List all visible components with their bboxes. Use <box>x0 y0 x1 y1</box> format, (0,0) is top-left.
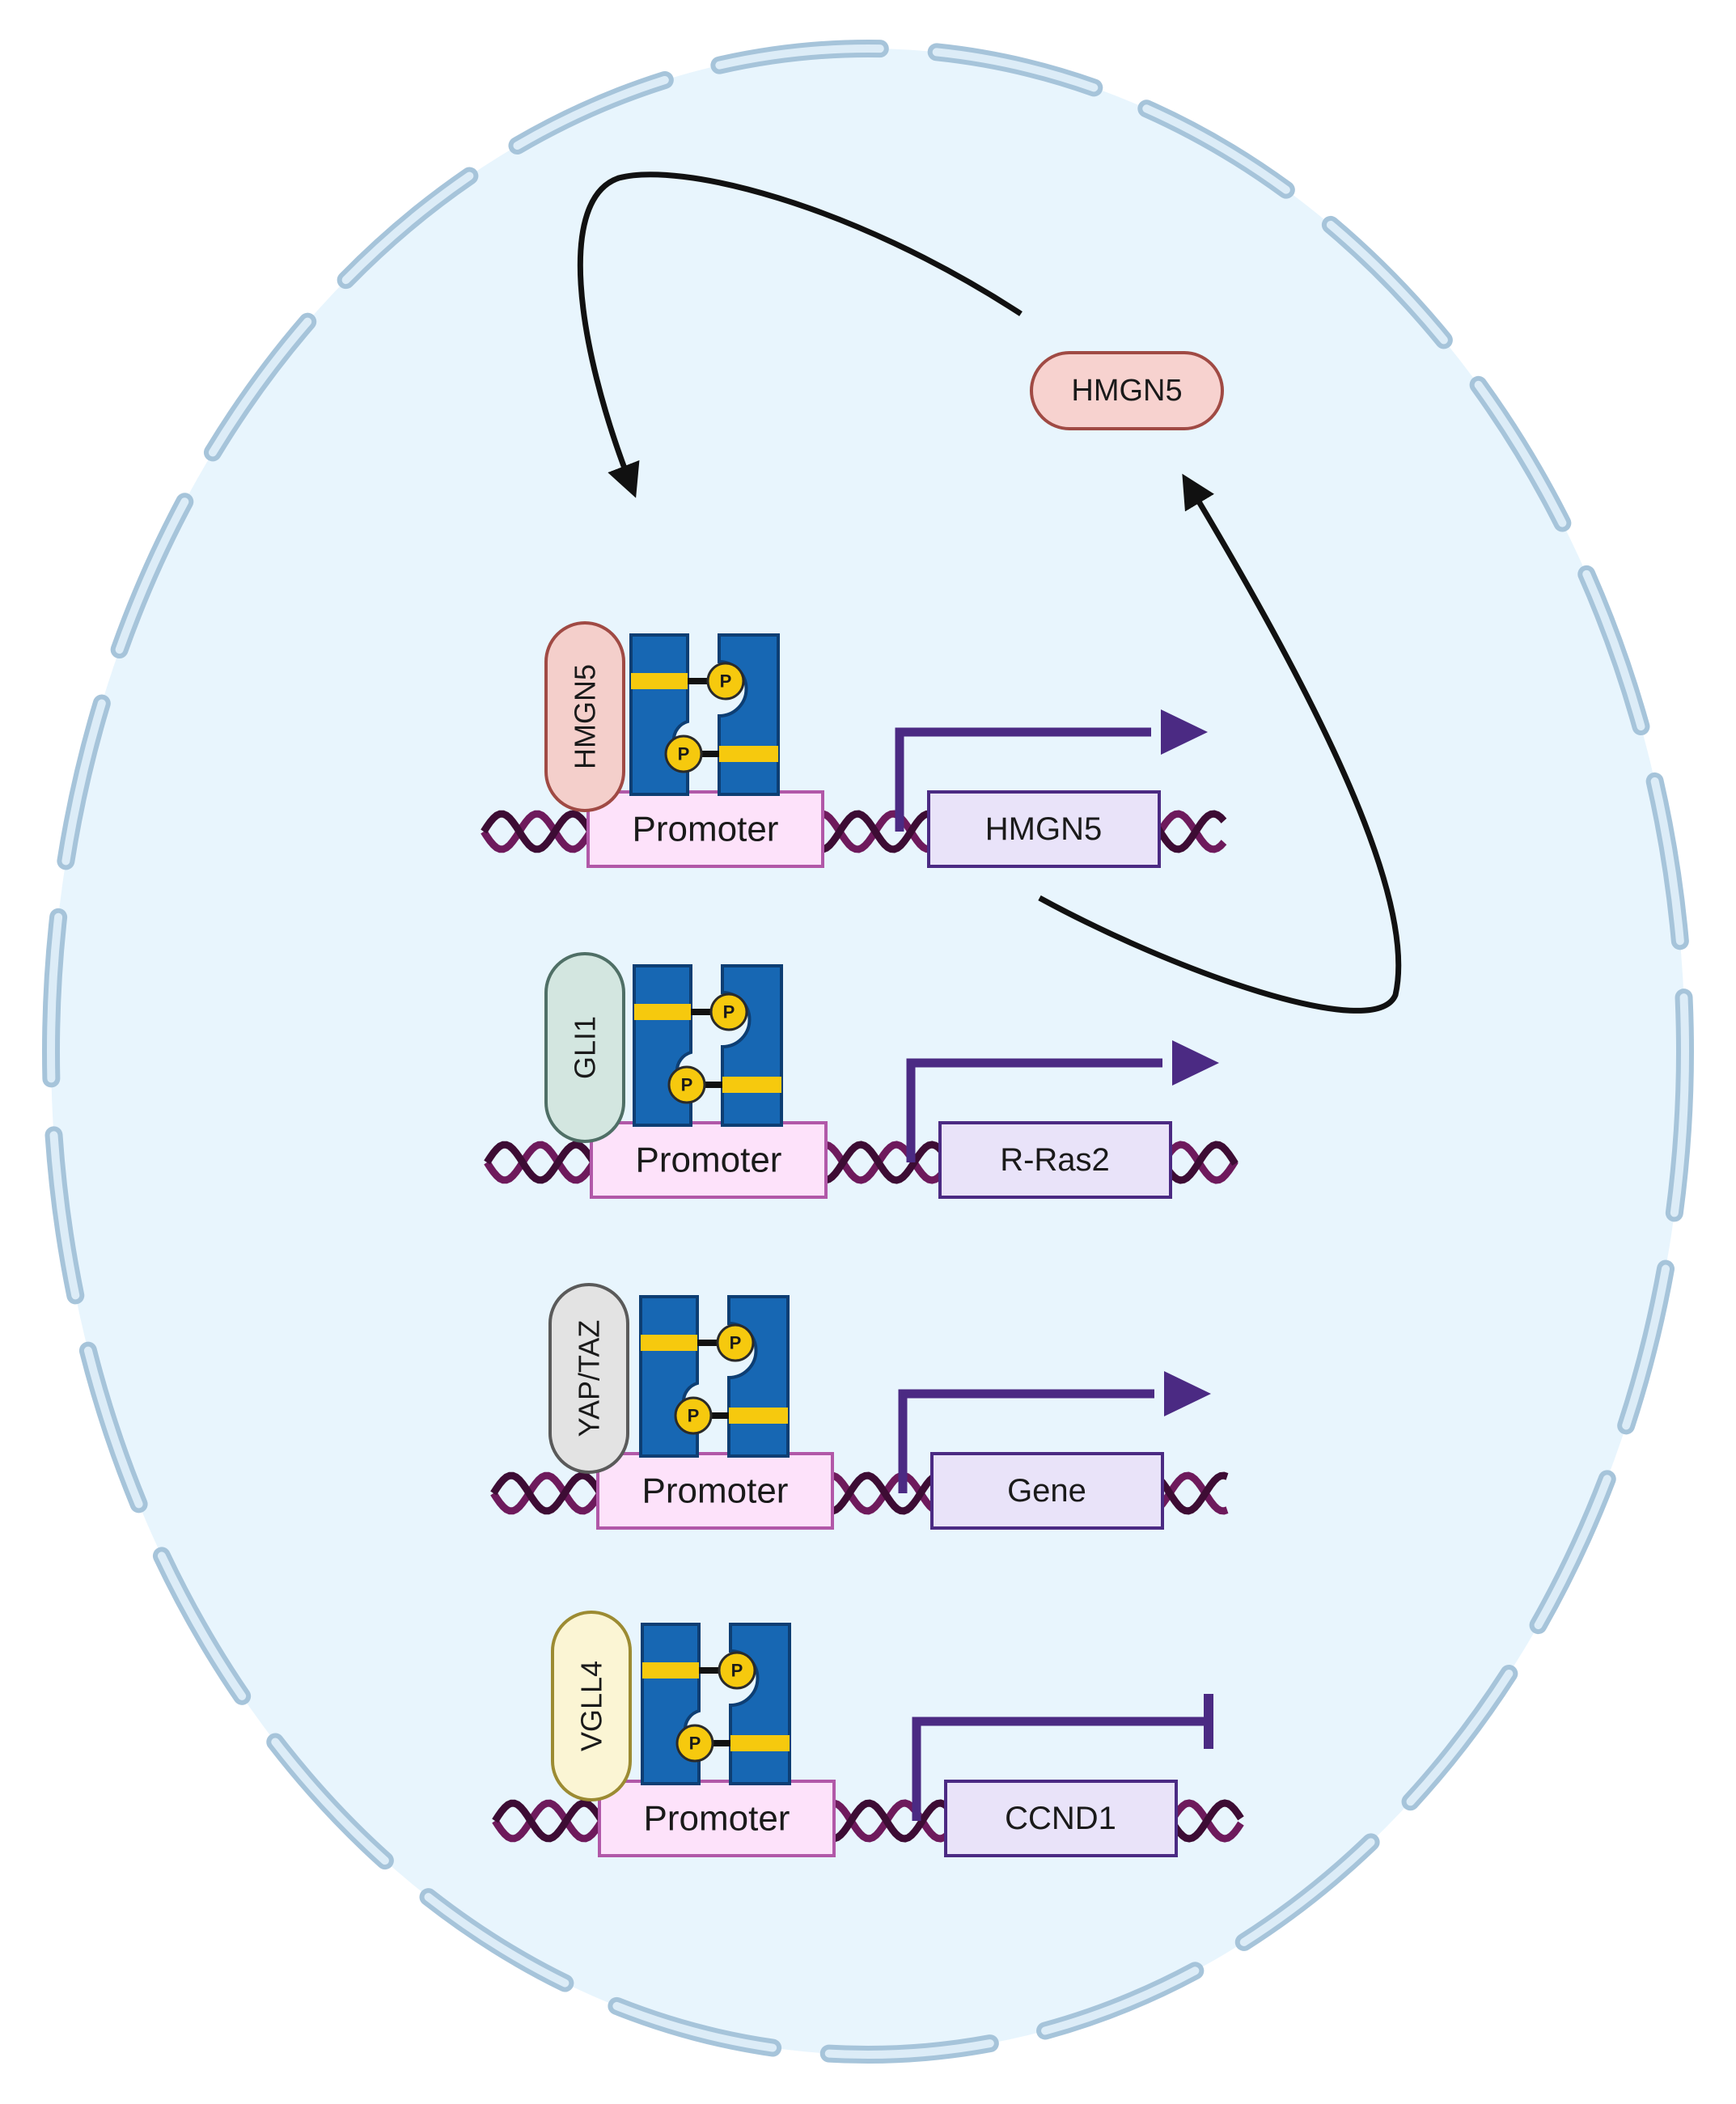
chromatin-block-right <box>721 964 783 1127</box>
chromatin-complex: PP <box>639 1295 790 1458</box>
phospho-site: P <box>675 1724 714 1763</box>
feedback-arrow-down <box>577 171 1023 498</box>
chromatin-band <box>641 1335 697 1351</box>
feedback-arrow-up <box>1038 473 1402 1014</box>
chromatin-block-right <box>729 1623 791 1785</box>
phospho-site: P <box>664 734 703 773</box>
transcription-activation-arrow <box>898 1371 1211 1493</box>
transcription-activation-arrow <box>895 709 1208 832</box>
chromatin-band <box>642 1662 699 1679</box>
transcription-arrow-shaft <box>895 727 1151 832</box>
phospho-site: P <box>709 993 748 1031</box>
phospho-site: P <box>718 1651 756 1690</box>
gene-label: R-Ras2 <box>1000 1142 1110 1178</box>
promoter-label: Promoter <box>642 1471 789 1511</box>
transcription-arrow-shaft <box>912 1717 1209 1821</box>
chromatin-band <box>719 746 778 762</box>
chromatin-band <box>730 1735 790 1751</box>
promoter-label: Promoter <box>636 1141 782 1180</box>
phospho-site: P <box>667 1065 706 1104</box>
gene-regulation-rows: Promoter HMGN5 PP HMGN5 Promoter R-Ras2 … <box>481 621 1244 1857</box>
regulation-row-ccnd1: Promoter CCND1 PP VGLL4 <box>492 1611 1244 1857</box>
transcription-inhibition-arrow <box>912 1694 1213 1821</box>
promoter-label: Promoter <box>633 810 779 849</box>
gene-label: HMGN5 <box>985 811 1102 847</box>
phospho-label: P <box>723 1002 735 1022</box>
transcription-activation-arrow <box>906 1040 1219 1162</box>
phospho-label: P <box>688 1406 700 1426</box>
phospho-label: P <box>681 1075 693 1095</box>
transcription-factor-label: HMGN5 <box>569 664 602 769</box>
transcription-arrow-shaft <box>906 1058 1162 1162</box>
chromatin-band <box>722 1077 781 1093</box>
free-hmgn5-label: HMGN5 <box>1071 374 1182 408</box>
chromatin-complex: PP <box>633 964 783 1127</box>
chromatin-band <box>634 1004 691 1020</box>
chromatin-block-right <box>718 633 780 796</box>
transcription-arrow-head <box>1164 1371 1211 1416</box>
transcription-arrow-head <box>1161 709 1208 755</box>
transcription-factor: HMGN5 <box>544 621 625 812</box>
promoter-label: Promoter <box>644 1799 790 1839</box>
transcription-factor-label: GLI1 <box>569 1016 602 1079</box>
chromatin-complex: PP <box>629 633 780 796</box>
regulation-row-r-ras2: Promoter R-Ras2 PP GLI1 <box>484 952 1238 1199</box>
phospho-site: P <box>706 662 745 701</box>
transcription-factor: VGLL4 <box>551 1611 632 1801</box>
phospho-label: P <box>720 671 732 692</box>
chromatin-complex: PP <box>641 1623 791 1785</box>
chromatin-band <box>729 1408 788 1424</box>
chromatin-block-right <box>727 1295 790 1458</box>
phospho-label: P <box>731 1661 743 1681</box>
gene-label: CCND1 <box>1005 1801 1116 1836</box>
regulation-row-hmgn5: Promoter HMGN5 PP HMGN5 <box>481 621 1227 868</box>
gene-label: Gene <box>1007 1473 1086 1509</box>
regulation-row-gene: Promoter Gene PP YAP/TAZ <box>490 1283 1229 1530</box>
free-hmgn5-protein: HMGN5 <box>1030 351 1224 430</box>
phospho-site: P <box>716 1323 755 1362</box>
nucleus <box>51 49 1685 2055</box>
transcription-arrow-shaft <box>898 1389 1154 1493</box>
transcription-arrow-head <box>1172 1040 1219 1086</box>
transcription-factor-label: VGLL4 <box>575 1661 608 1751</box>
phospho-label: P <box>689 1734 701 1754</box>
nuclear-envelope-inner <box>47 44 1689 2059</box>
transcription-factor: YAP/TAZ <box>548 1283 629 1474</box>
phospho-site: P <box>674 1396 713 1435</box>
transcription-factor-label: YAP/TAZ <box>573 1320 606 1437</box>
phospho-label: P <box>678 744 690 764</box>
phospho-label: P <box>730 1333 742 1353</box>
chromatin-band <box>631 673 688 689</box>
transcription-factor: GLI1 <box>544 952 625 1143</box>
